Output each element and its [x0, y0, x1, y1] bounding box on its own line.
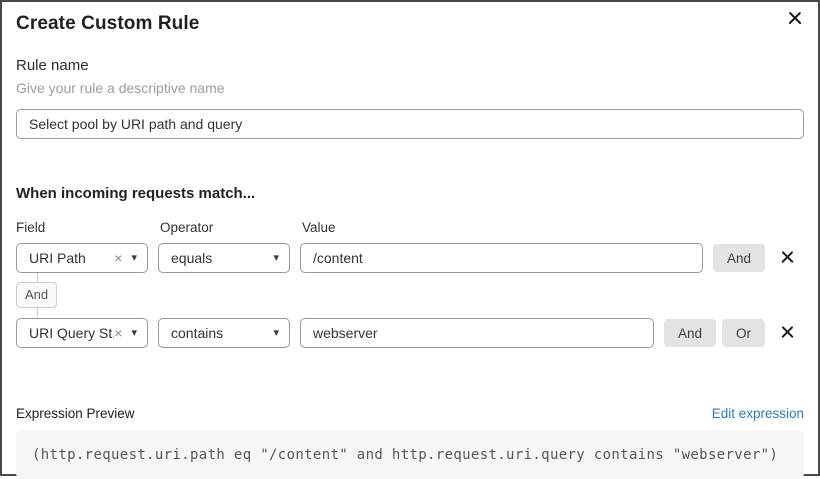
- operator-select[interactable]: contains ▾: [158, 318, 290, 348]
- add-and-condition-button[interactable]: And: [663, 319, 716, 347]
- value-column-label: Value: [302, 220, 336, 235]
- field-select-value: URI Query St...: [29, 325, 114, 341]
- rule-name-label: Rule name: [16, 57, 89, 74]
- add-or-condition-button[interactable]: Or: [722, 319, 765, 347]
- clear-field-icon[interactable]: ×: [114, 250, 123, 266]
- operator-select-value: contains: [171, 325, 224, 341]
- remove-condition-button[interactable]: [781, 326, 796, 341]
- condition-connector: And: [16, 273, 804, 318]
- field-column-label: Field: [16, 220, 46, 235]
- rule-name-input[interactable]: [16, 109, 804, 139]
- field-select[interactable]: URI Query St... × ▾: [16, 318, 148, 348]
- add-and-condition-button[interactable]: And: [712, 244, 765, 272]
- edit-expression-link[interactable]: Edit expression: [711, 406, 804, 421]
- chevron-down-icon: ▾: [273, 251, 279, 264]
- expression-header: Expression Preview Edit expression: [16, 406, 804, 421]
- close-button[interactable]: [788, 11, 806, 29]
- chevron-down-icon: ▾: [131, 251, 137, 264]
- condition-column-labels: Field Operator Value: [16, 220, 804, 235]
- operator-select-value: equals: [171, 250, 213, 266]
- expression-preview-label: Expression Preview: [16, 406, 135, 421]
- clear-field-icon[interactable]: ×: [114, 325, 123, 341]
- value-input[interactable]: [300, 318, 654, 348]
- field-select-value: URI Path: [29, 250, 86, 266]
- remove-condition-icon: [781, 251, 794, 264]
- field-select[interactable]: URI Path × ▾: [16, 243, 148, 273]
- expression-preview-code: (http.request.uri.path eq "/content" and…: [16, 430, 804, 479]
- condition-row: URI Query St... × ▾ contains ▾ And Or: [16, 318, 804, 348]
- and-connector-chip[interactable]: And: [16, 282, 58, 308]
- remove-condition-button[interactable]: [781, 251, 796, 266]
- operator-column-label: Operator: [160, 220, 214, 235]
- chevron-down-icon: ▾: [131, 326, 137, 339]
- condition-row: URI Path × ▾ equals ▾ And: [16, 243, 804, 273]
- operator-select[interactable]: equals ▾: [158, 243, 290, 273]
- dialog-title: Create Custom Rule: [16, 13, 200, 34]
- match-section-heading: When incoming requests match...: [16, 185, 256, 202]
- chevron-down-icon: ▾: [273, 326, 279, 339]
- rule-name-hint: Give your rule a descriptive name: [16, 80, 225, 96]
- remove-condition-icon: [781, 326, 794, 339]
- close-icon: [788, 11, 802, 25]
- value-input[interactable]: [300, 243, 703, 273]
